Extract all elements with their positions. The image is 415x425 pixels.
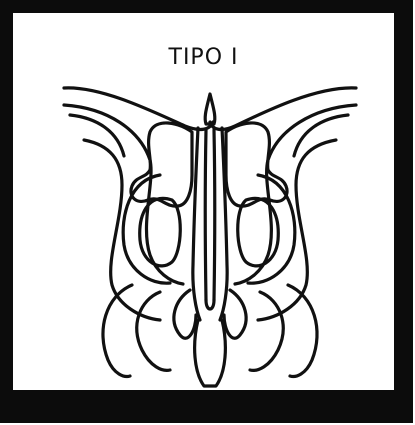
- left-turbinate-inner: [174, 290, 196, 338]
- left-turbinate-mid: [137, 292, 170, 370]
- crista-galli: [205, 94, 215, 124]
- lower-passage: [195, 320, 226, 386]
- right-turbinate-mid: [250, 292, 283, 370]
- outer-contour-left-lower: [64, 105, 183, 284]
- septum-base: [206, 300, 214, 309]
- right-turbinate-outer: [288, 285, 317, 376]
- septum-left: [193, 128, 200, 320]
- right-wall: [258, 140, 336, 320]
- septum-center-left: [205, 130, 206, 300]
- right-ethmoid-cell: [226, 123, 287, 206]
- right-turbinate-inner: [224, 290, 246, 338]
- septum-center-right: [214, 130, 215, 300]
- left-ethmoid-cell: [131, 123, 192, 206]
